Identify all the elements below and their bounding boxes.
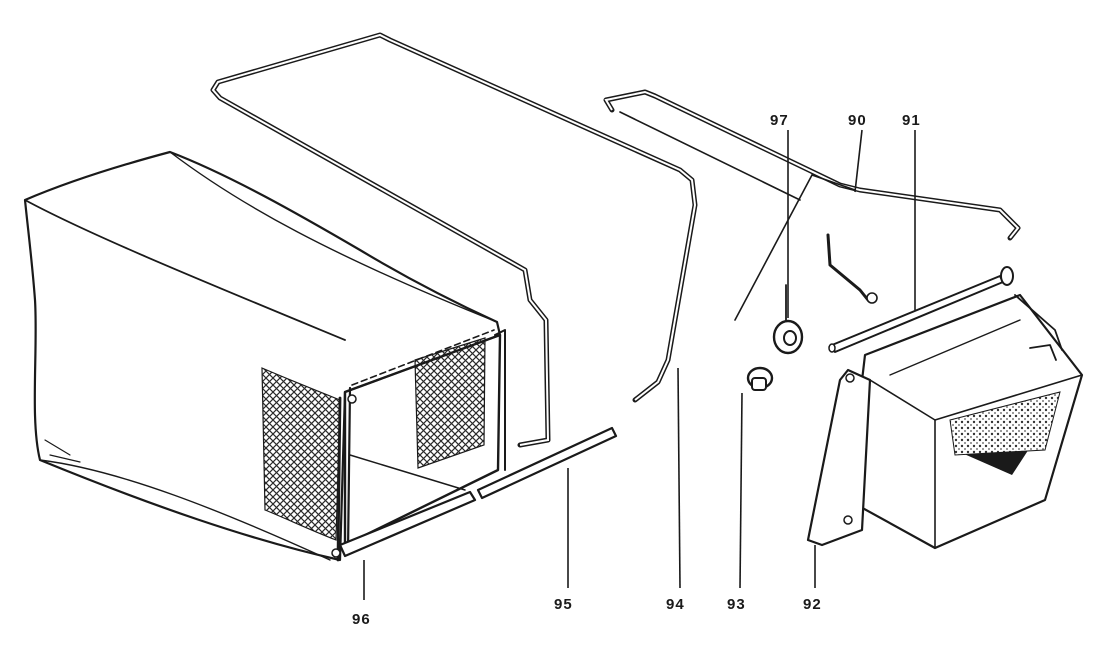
label-95: 95 — [554, 596, 573, 613]
label-90: 90 — [848, 112, 867, 129]
axle-rod-91 — [828, 266, 1014, 353]
chute-92 — [806, 293, 1084, 550]
leader-lines — [363, 129, 916, 600]
bottom-rod-95 — [476, 426, 618, 500]
handle-bracket-90 — [603, 89, 1021, 321]
knob-93 — [746, 366, 774, 391]
label-94: 94 — [666, 596, 685, 613]
label-91: 91 — [902, 112, 921, 129]
part-labels: 97 90 91 92 93 94 95 96 — [352, 112, 921, 628]
label-92: 92 — [803, 596, 822, 613]
label-93: 93 — [727, 596, 746, 613]
grass-bag — [23, 150, 502, 562]
bag-frame — [331, 329, 506, 562]
wire-frame-94 — [210, 32, 698, 448]
spacer-97 — [772, 284, 804, 355]
bottom-rod-96 — [338, 490, 477, 558]
label-97: 97 — [770, 112, 789, 129]
label-96: 96 — [352, 611, 371, 628]
